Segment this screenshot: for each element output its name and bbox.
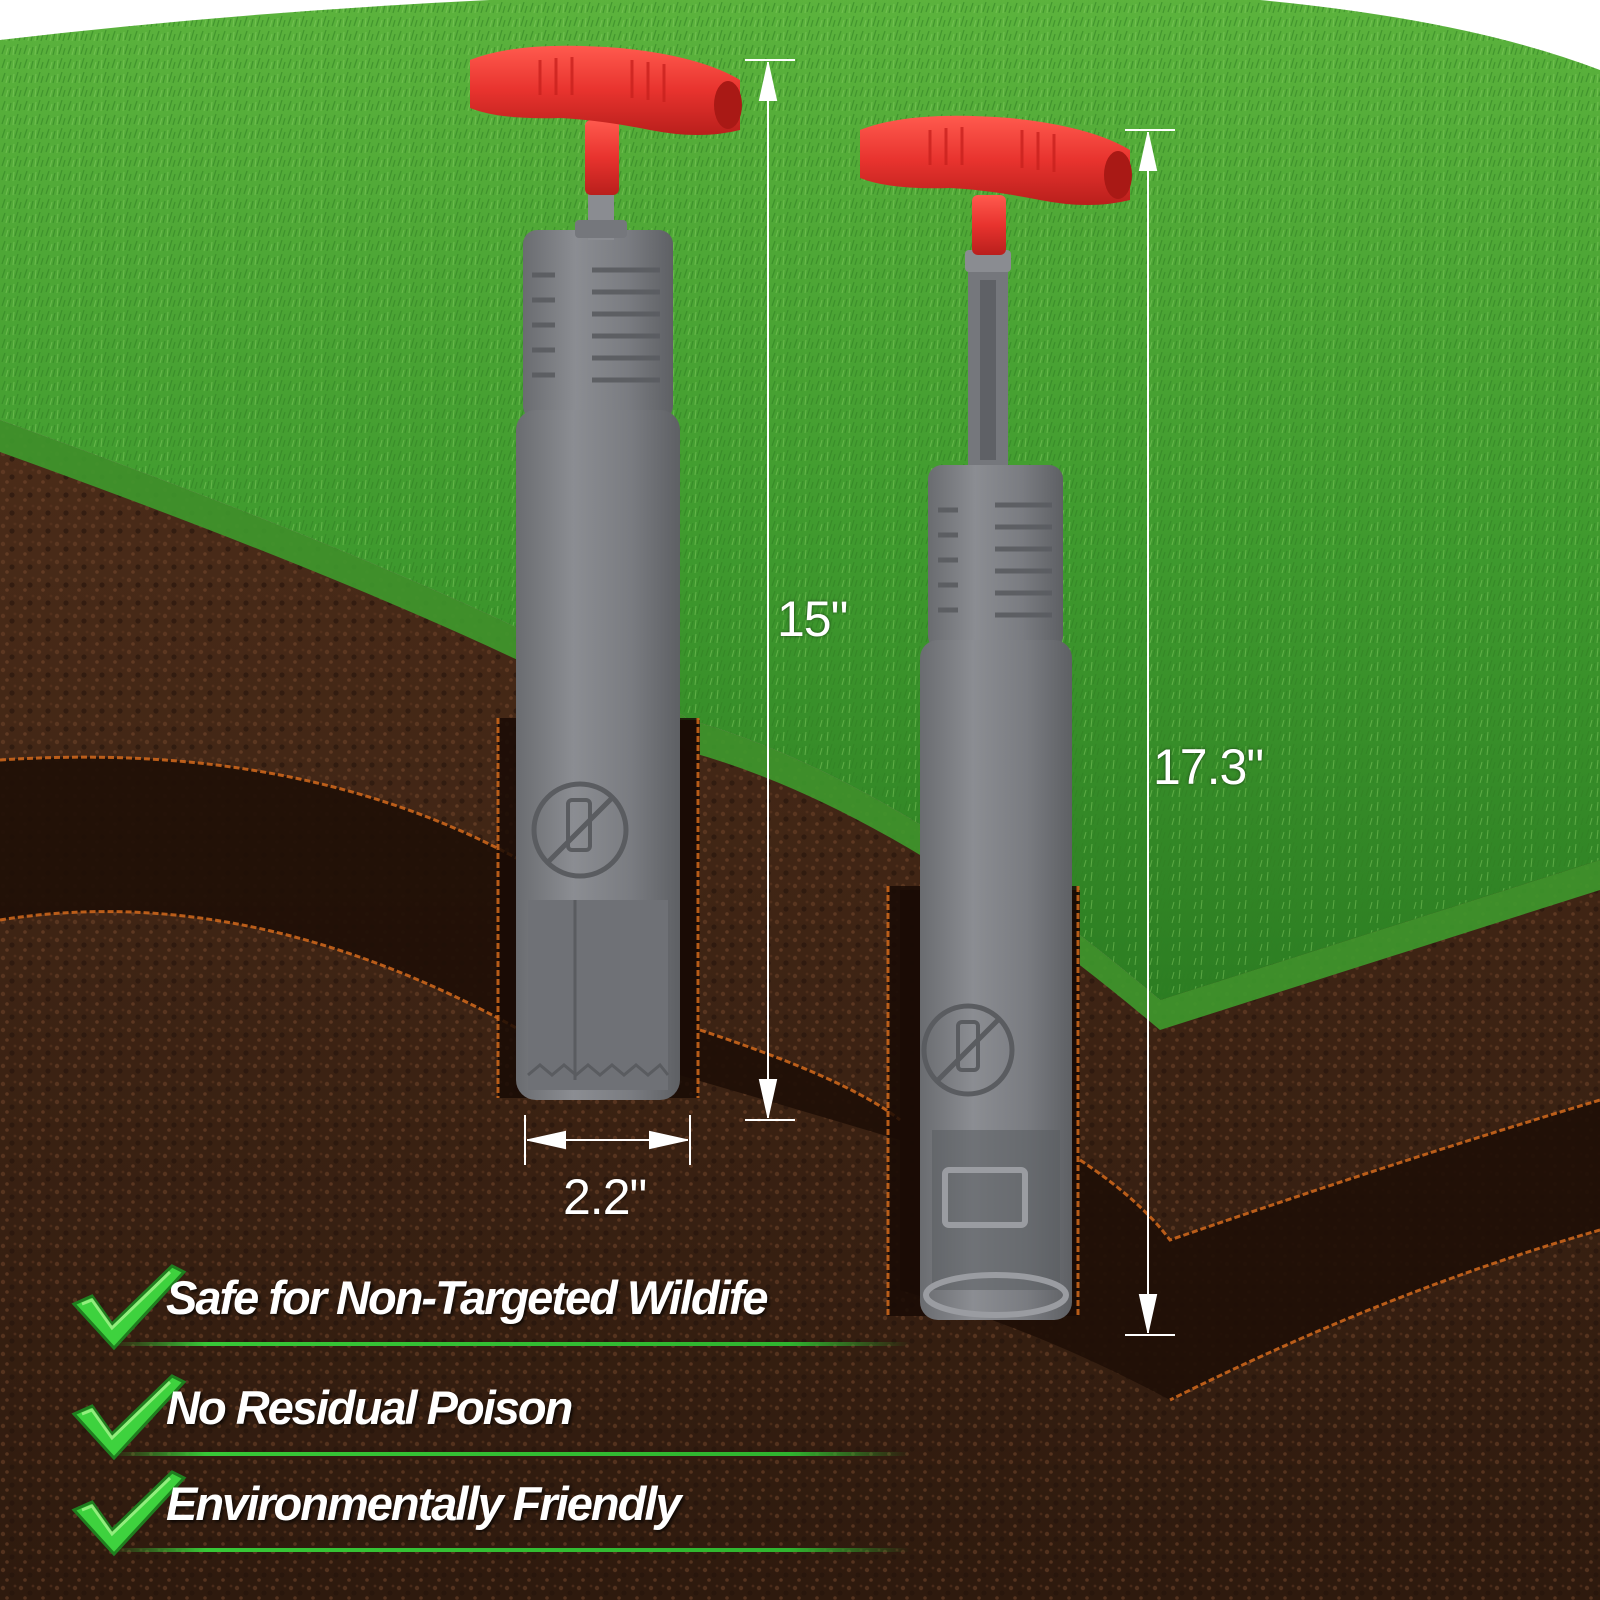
left-trap <box>470 45 742 1100</box>
no-bait-symbol-icon <box>531 781 629 879</box>
dimension-right-height: 17.3" <box>1153 739 1264 795</box>
feature-item: Environmentally Friendly <box>70 1468 910 1558</box>
feature-item: No Residual Poison <box>70 1372 910 1462</box>
feature-underline <box>110 1548 910 1552</box>
dimension-width: 2.2" <box>563 1169 647 1225</box>
feature-text: No Residual Poison <box>166 1381 573 1434</box>
dimension-left-height: 15" <box>777 591 848 647</box>
feature-underline <box>110 1342 910 1346</box>
check-icon <box>71 1264 187 1351</box>
feature-item: Safe for Non-Targeted Wildife <box>70 1262 910 1352</box>
feature-text: Safe for Non-Targeted Wildife <box>166 1271 768 1324</box>
check-icon <box>71 1374 187 1461</box>
dimension-lines <box>524 59 1175 1336</box>
feature-underline <box>110 1452 910 1456</box>
check-icon <box>71 1470 187 1557</box>
feature-text: Environmentally Friendly <box>166 1477 682 1530</box>
right-trap <box>860 115 1132 1320</box>
